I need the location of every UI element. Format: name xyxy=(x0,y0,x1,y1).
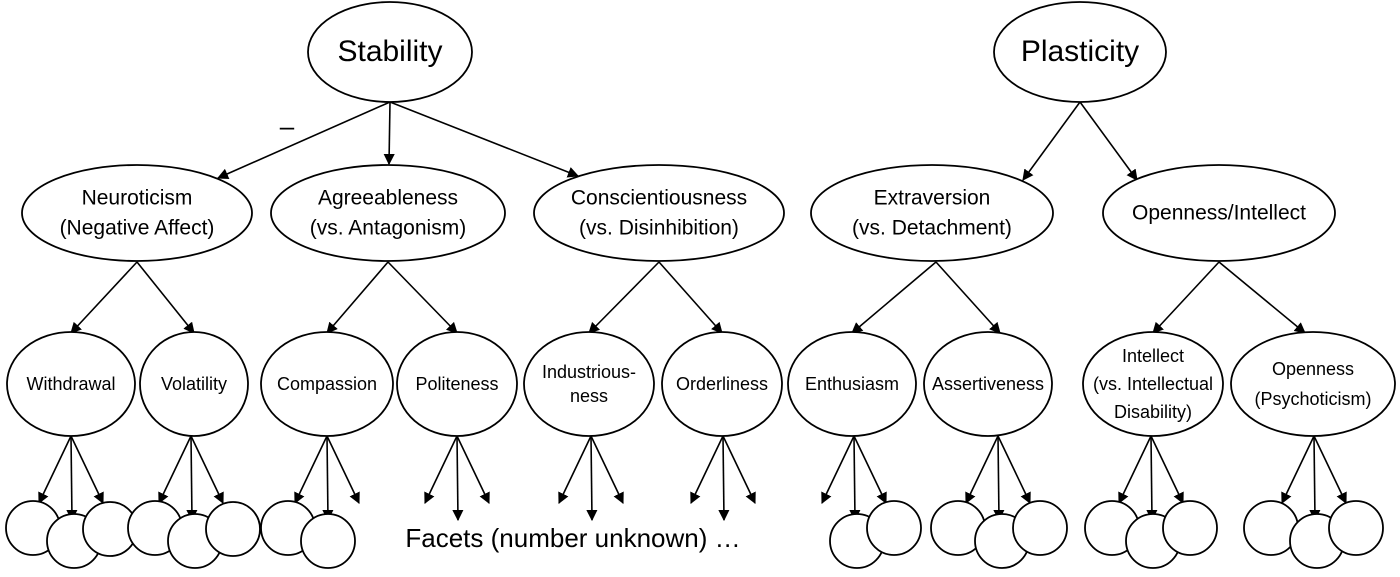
aspect-assertiveness-label: Assertiveness xyxy=(932,374,1044,394)
trait-neuroticism xyxy=(21,164,253,262)
arrow-withdrawal-facet-2 xyxy=(66,435,78,522)
arrow-intellect-facet-1 xyxy=(1118,435,1152,505)
trait-agreeableness xyxy=(270,164,506,262)
aspect-enthusiasm xyxy=(787,331,917,437)
arrow-industriousness-facet-3 xyxy=(590,435,624,505)
aspect-politeness-label: Politeness xyxy=(415,374,498,394)
trait-neuroticism-label-line-2: (Negative Affect) xyxy=(60,217,215,240)
trait-openness-intellect xyxy=(1102,164,1336,262)
aspect-volatility-label: Volatility xyxy=(161,374,227,394)
arrow-compassion-facet-3 xyxy=(326,435,360,505)
plasticity-node xyxy=(993,1,1167,103)
arrow-stability-conscientiousness xyxy=(389,101,580,178)
arrow-enthusiasm-facet-3 xyxy=(853,435,887,505)
arrow-stability-neuroticism xyxy=(216,101,391,180)
stability-node xyxy=(307,1,473,103)
arrow-plasticity-openness xyxy=(1079,101,1138,181)
arrow-enthusiasm-facet-2 xyxy=(849,435,861,522)
labels: Stability Plasticity – Neuroticism (Negative… xyxy=(26,35,1371,553)
arrow-stability-agreeableness xyxy=(383,101,395,166)
arrow-enthusiasm-facet-1 xyxy=(821,435,855,505)
aspect-withdrawal-label: Withdrawal xyxy=(26,374,115,394)
nodes xyxy=(5,1,1396,569)
arrow-industriousness-facet-2 xyxy=(586,435,598,522)
aspect-intellect-label-line-1: Intellect xyxy=(1122,346,1184,366)
arrow-volatility-facet-1 xyxy=(158,435,192,505)
trait-extraversion-label-line-1: Extraversion xyxy=(874,187,991,210)
arrow-volatility-facet-2 xyxy=(186,435,198,522)
arrow-assertiveness-facet-1 xyxy=(965,435,999,505)
aspect-industriousness xyxy=(523,331,655,437)
arrow-orderliness-facet-3 xyxy=(722,435,756,505)
arrow-assertiveness-facet-3 xyxy=(997,435,1031,505)
trait-neuroticism-label-line-1: Neuroticism xyxy=(82,187,193,210)
facets-caption: Facets (number unknown) … xyxy=(405,523,740,553)
aspect-intellect-label-line-2: (vs. Intellectual xyxy=(1093,374,1213,394)
aspect-intellect xyxy=(1082,331,1224,437)
arrow-politeness-facet-3 xyxy=(456,435,490,505)
aspect-intellect-label-line-3: Disability) xyxy=(1114,402,1192,422)
negative-sign: – xyxy=(280,111,295,141)
aspect-industriousness-label-line-2: ness xyxy=(570,386,608,406)
plasticity-label: Plasticity xyxy=(1021,35,1139,68)
arrow-neuroticism-volatility xyxy=(136,261,195,334)
arrow-extraversion-assertiveness xyxy=(935,261,1001,334)
aspect-openness-label-line-1: Openness xyxy=(1272,359,1354,379)
arrow-agreeableness-politeness xyxy=(387,261,458,334)
trait-extraversion-label-line-2: (vs. Detachment) xyxy=(852,217,1012,240)
aspect-assertiveness xyxy=(923,331,1053,437)
facet-circle-13 xyxy=(1012,500,1068,556)
aspect-orderliness xyxy=(661,331,783,437)
arrow-withdrawal-facet-1 xyxy=(38,435,72,505)
facet-circle-19 xyxy=(1328,500,1384,556)
arrow-agreeableness-compassion xyxy=(326,261,389,334)
arrow-politeness-facet-1 xyxy=(424,435,458,505)
arrow-industriousness-facet-1 xyxy=(558,435,592,505)
facet-circle-16 xyxy=(1162,500,1218,556)
arrows xyxy=(38,101,1347,522)
aspect-openness-label-line-2: (Psychoticism) xyxy=(1254,389,1371,409)
facet-circle-6 xyxy=(205,501,261,557)
arrow-conscientiousness-industriousness xyxy=(588,261,660,334)
stability-label: Stability xyxy=(337,35,442,68)
arrow-openness-facet-2 xyxy=(1309,435,1321,522)
arrow-extraversion-enthusiasm xyxy=(851,261,937,334)
trait-extraversion xyxy=(810,164,1054,262)
facet-circle-10 xyxy=(866,500,922,556)
arrow-plasticity-extraversion xyxy=(1022,101,1081,181)
trait-openness-intellect-label: Openness/Intellect xyxy=(1132,202,1306,225)
arrow-openness-facet-1 xyxy=(1281,435,1315,505)
arrow-openness-facet-3 xyxy=(1313,435,1347,505)
arrow-intellect-facet-3 xyxy=(1150,435,1184,505)
arrow-politeness-facet-2 xyxy=(452,435,464,522)
trait-conscientiousness-label-line-1: Conscientiousness xyxy=(571,187,747,210)
trait-conscientiousness xyxy=(533,164,785,262)
aspect-enthusiasm-label: Enthusiasm xyxy=(805,374,899,394)
aspect-politeness xyxy=(396,331,518,437)
aspect-openness xyxy=(1230,331,1396,437)
aspect-compassion-label: Compassion xyxy=(277,374,377,394)
arrow-volatility-facet-3 xyxy=(190,435,224,505)
trait-conscientiousness-label-line-2: (vs. Disinhibition) xyxy=(579,217,739,240)
arrow-neuroticism-withdrawal xyxy=(70,261,138,334)
arrow-compassion-facet-2 xyxy=(322,435,334,522)
arrow-assertiveness-facet-2 xyxy=(993,435,1005,522)
aspect-volatility xyxy=(139,331,249,437)
trait-agreeableness-label-line-1: Agreeableness xyxy=(318,187,458,210)
arrow-orderliness-facet-1 xyxy=(690,435,724,505)
aspect-orderliness-label: Orderliness xyxy=(676,374,768,394)
aspect-industriousness-label-line-1: Industrious- xyxy=(542,362,636,382)
arrow-compassion-facet-1 xyxy=(294,435,328,505)
arrow-intellect-facet-2 xyxy=(1146,435,1158,522)
arrow-withdrawal-facet-3 xyxy=(70,435,104,505)
arrow-openness-openness xyxy=(1218,261,1306,334)
arrow-orderliness-facet-2 xyxy=(718,435,730,522)
trait-agreeableness-label-line-2: (vs. Antagonism) xyxy=(310,217,466,240)
aspect-compassion xyxy=(260,331,394,437)
arrow-conscientiousness-orderliness xyxy=(658,261,723,334)
aspect-withdrawal xyxy=(6,331,136,437)
arrow-openness-intellect xyxy=(1152,261,1220,334)
facet-circle-8 xyxy=(300,513,356,569)
